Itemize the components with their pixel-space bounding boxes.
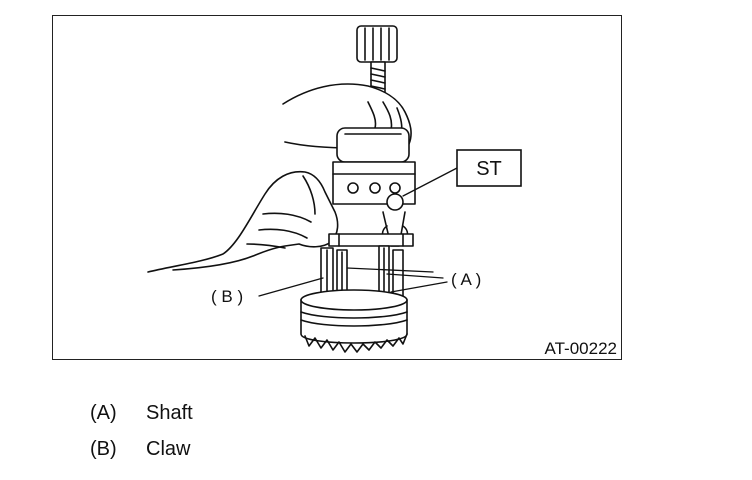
figure-code: AT-00222: [545, 339, 617, 358]
legend-item-claw: (B) Claw: [90, 438, 190, 461]
legend-key: (A): [90, 402, 117, 424]
cross-bar: [328, 233, 414, 247]
legend-item-shaft: (A) Shaft: [90, 402, 193, 425]
callout-b: ( B ): [211, 287, 243, 306]
leader-lines: [258, 167, 458, 297]
lower-hand: [147, 170, 339, 273]
tool-body: [332, 127, 416, 205]
callout-a: ( A ): [451, 270, 481, 289]
handle-knob: [356, 25, 398, 63]
tool-illustration: ST ( A ) ( B ) AT-00222: [147, 25, 617, 358]
legend-text: Claw: [146, 438, 191, 460]
figure-frame: ST ( A ) ( B ) AT-00222: [52, 15, 622, 360]
st-label: ST: [476, 158, 502, 180]
legend-key: (B): [90, 438, 117, 460]
st-label-box: [456, 149, 522, 187]
legend-text: Shaft: [146, 402, 193, 424]
gear-drum: [300, 289, 408, 353]
